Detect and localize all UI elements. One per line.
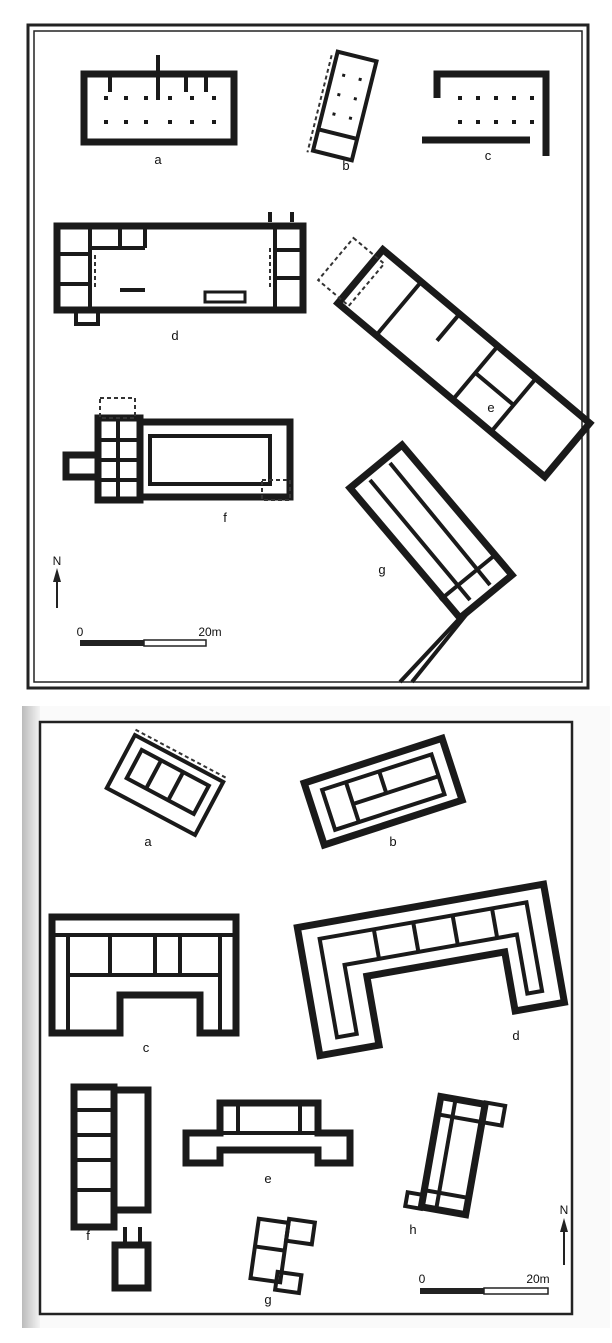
plan-h <box>402 1092 508 1219</box>
plan-label-a: a <box>154 152 162 167</box>
scale-start: 0 <box>419 1272 426 1286</box>
plan-label-d: d <box>512 1028 519 1043</box>
plan-label-a: a <box>144 834 152 849</box>
scale-end: 20m <box>526 1272 549 1286</box>
plan-g <box>248 1216 318 1296</box>
plan-f: f <box>70 1083 152 1292</box>
plan-c: c <box>48 913 240 1055</box>
plan-label-g: g <box>264 1292 271 1307</box>
plan-d <box>293 880 569 1060</box>
plan-label-h: h <box>409 1222 416 1237</box>
plan-label-e: e <box>264 1171 271 1186</box>
frame <box>38 720 574 1316</box>
plan-b <box>299 733 467 850</box>
plan-label-d: d <box>171 328 178 343</box>
plan-label-c: c <box>143 1040 150 1055</box>
plan-a <box>104 728 229 838</box>
plan-e <box>316 236 595 482</box>
plan-a: a <box>80 55 238 167</box>
plan-label-e: e <box>487 400 494 415</box>
plan-label-b: b <box>389 834 396 849</box>
north-arrow: N <box>53 554 62 608</box>
plan-f: f <box>62 397 294 525</box>
outer-frame <box>26 23 590 690</box>
plan-label-f: f <box>86 1228 90 1243</box>
plan-c: c <box>422 70 550 163</box>
top-figure: a b c d e <box>26 23 595 690</box>
scale-bar: 0 20m <box>419 1272 550 1295</box>
plan-e: e <box>182 1099 354 1186</box>
bottom-figure: a b c d e f g <box>22 706 610 1328</box>
plan-g: g <box>345 440 517 684</box>
north-arrow: N <box>560 1203 569 1265</box>
scale-bar: 0 20m <box>77 625 222 647</box>
plan-d: d <box>53 212 307 343</box>
north-label: N <box>53 554 62 568</box>
scale-end: 20m <box>198 625 221 639</box>
plan-label-c: c <box>485 148 492 163</box>
inner-frame <box>33 30 583 683</box>
plan-label-g: g <box>378 562 385 577</box>
plan-b <box>306 49 379 163</box>
plan-label-b: b <box>342 158 349 173</box>
plan-label-f: f <box>223 510 227 525</box>
scale-start: 0 <box>77 625 84 639</box>
north-label: N <box>560 1203 569 1217</box>
